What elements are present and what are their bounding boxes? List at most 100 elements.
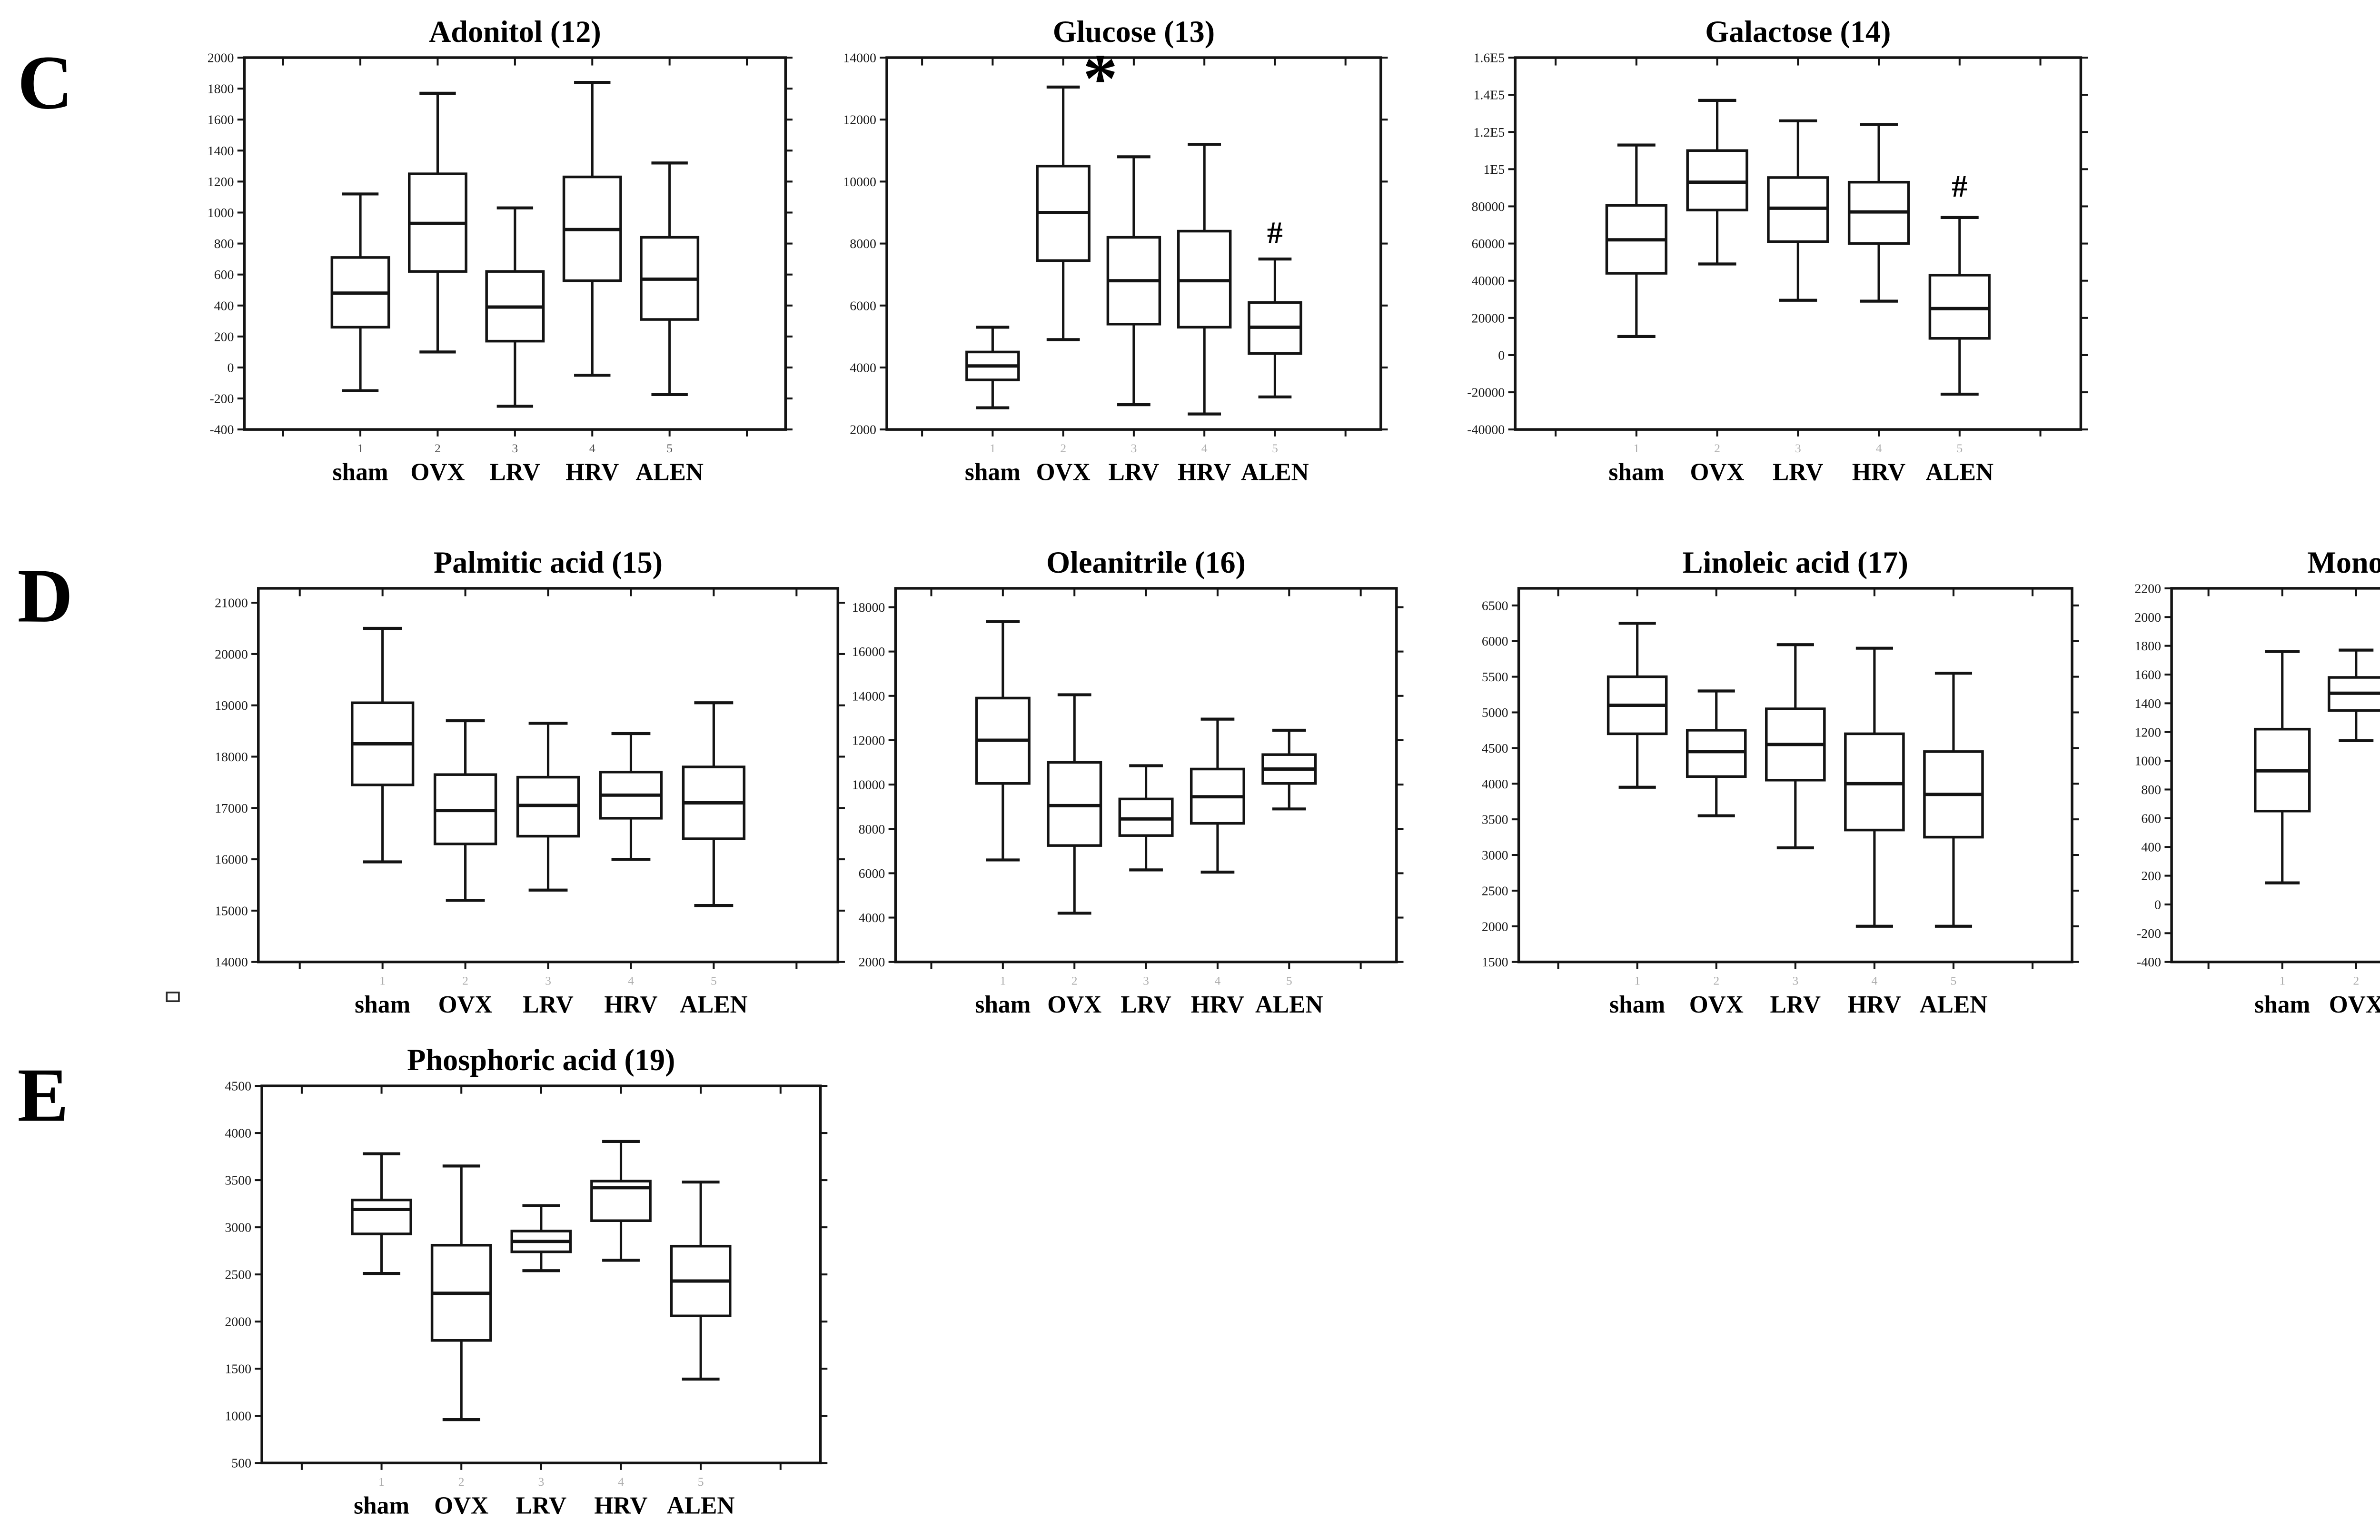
y-tick-label: 80000 <box>1472 199 1505 214</box>
boxplot-LRV <box>485 206 545 408</box>
y-tick-label: 400 <box>214 298 234 313</box>
boxplot-ALEN <box>1928 216 1991 396</box>
y-axis: 1.6E51.4E51.2E51E5800006000040000200000-… <box>1467 51 2088 437</box>
boxplot-OVX <box>433 719 497 902</box>
y-tick-label: 14000 <box>852 689 885 704</box>
x-tick-number: 4 <box>589 441 595 455</box>
x-tick-number: 4 <box>1876 441 1882 455</box>
group-label-LRV: LRV <box>516 1492 567 1520</box>
boxplot-ALEN <box>640 161 700 397</box>
y-tick-label: 2000 <box>2134 610 2161 625</box>
y-tick-label: 16000 <box>215 853 248 867</box>
boxplot-ALEN <box>1248 258 1302 398</box>
group-label-ALEN: ALEN <box>635 459 704 486</box>
y-tick-label: 10000 <box>843 175 876 189</box>
plot-frame <box>260 1084 822 1464</box>
boxplot-LRV <box>1767 119 1829 302</box>
boxplot-ALEN <box>682 701 746 907</box>
group-label-sham: sham <box>1609 991 1665 1018</box>
panel-linoleic: Linoleic acid (17)6500600055005000450040… <box>1482 546 2079 1018</box>
x-tick-number: 5 <box>711 974 717 987</box>
group-label-sham: sham <box>2254 991 2310 1018</box>
y-tick-label: 200 <box>2141 869 2161 884</box>
group-label-OVX: OVX <box>2329 991 2380 1018</box>
boxplot-ALEN <box>1261 728 1317 811</box>
x-tick-number: 1 <box>1634 974 1640 987</box>
boxplot-LRV <box>516 722 580 892</box>
y-tick-label: 3500 <box>1482 813 1508 827</box>
y-tick-label: 4500 <box>225 1079 251 1094</box>
group-label-ALEN: ALEN <box>1926 459 1994 486</box>
x-tick-number: 4 <box>628 974 634 987</box>
group-label-sham: sham <box>1608 459 1664 486</box>
y-tick-label: -400 <box>2137 955 2161 970</box>
x-tick-number: 1 <box>378 1475 385 1489</box>
small-square-glyph <box>166 992 180 1003</box>
boxplot-LRV <box>1765 643 1826 850</box>
y-tick-label: 15000 <box>215 904 248 918</box>
y-tick-label: 8000 <box>850 237 876 251</box>
y-tick-label: 6500 <box>1482 598 1508 613</box>
iqr-box <box>1928 274 1991 340</box>
x-ticks <box>282 58 748 437</box>
y-tick-label: 2000 <box>850 423 876 437</box>
panel-title: Palmitic acid (15) <box>434 546 663 579</box>
y-tick-label: 20000 <box>1472 311 1505 326</box>
y-axis: 2000180016001400120010008006004002000-20… <box>208 51 793 437</box>
y-tick-label: 6000 <box>859 866 885 881</box>
y-tick-label: 1600 <box>2134 668 2161 683</box>
x-tick-number: 2 <box>462 974 468 987</box>
significance-star: * <box>1083 40 1118 117</box>
boxplot-HRV <box>1844 646 1905 928</box>
y-tick-label: 14000 <box>843 51 876 66</box>
group-label-LRV: LRV <box>1121 991 1171 1018</box>
x-tick-number: 2 <box>1714 441 1720 455</box>
y-tick-label: -20000 <box>1467 386 1505 400</box>
boxplot-sham <box>350 626 415 864</box>
x-tick-number: 1 <box>379 974 386 987</box>
iqr-box <box>1118 797 1174 837</box>
y-tick-label: 1E5 <box>1483 162 1505 177</box>
y-tick-label: 3000 <box>1482 848 1508 863</box>
y-tick-label: 3500 <box>225 1173 251 1188</box>
y-tick-label: 20000 <box>215 647 248 662</box>
boxplot-OVX <box>430 1164 492 1421</box>
x-tick-number: 5 <box>698 1475 704 1489</box>
boxplot-sham <box>330 192 390 392</box>
x-tick-number: 2 <box>1713 974 1719 987</box>
x-tick-number: 3 <box>1792 974 1798 987</box>
x-tick-number: 1 <box>2279 974 2285 987</box>
y-tick-label: 40000 <box>1472 274 1505 288</box>
group-label-OVX: OVX <box>1690 459 1745 486</box>
y-tick-label: 1.6E5 <box>1473 51 1505 66</box>
y-tick-label: 1400 <box>2134 696 2161 711</box>
y-tick-label: 5500 <box>1482 670 1508 685</box>
panel-palmitic: Palmitic acid (15)2100020000190001800017… <box>215 546 845 1018</box>
group-label-HRV: HRV <box>1191 991 1244 1018</box>
boxplot-LRV <box>510 1204 572 1272</box>
y-tick-label: 18000 <box>852 600 885 615</box>
iqr-box <box>1047 761 1102 847</box>
y-tick-label: 8000 <box>859 822 885 837</box>
boxplot-sham <box>351 1152 412 1275</box>
y-tick-label: 1200 <box>208 175 234 189</box>
y-tick-label: 12000 <box>852 733 885 748</box>
boxplot-sham <box>975 620 1031 862</box>
boxplot-HRV <box>1847 123 1910 303</box>
x-tick-number: 1 <box>1633 441 1639 455</box>
x-tick-number: 2 <box>1060 441 1066 455</box>
boxplot-HRV <box>590 1140 652 1262</box>
y-tick-label: 600 <box>214 268 234 282</box>
y-tick-label: 600 <box>2141 811 2161 826</box>
x-ticks <box>930 588 1362 969</box>
y-tick-label: 1200 <box>2134 725 2161 740</box>
y-tick-label: 10000 <box>852 778 885 793</box>
group-label-ALEN: ALEN <box>1241 459 1309 486</box>
y-tick-label: 800 <box>214 237 234 251</box>
group-label-LRV: LRV <box>1109 459 1160 486</box>
panel-title: Monopalmitin (18) <box>2307 546 2380 579</box>
x-tick-number: 5 <box>666 441 673 455</box>
panel-glucose: Glucose (13)1400012000100008000600040002… <box>843 15 1388 486</box>
y-tick-label: 17000 <box>215 801 248 816</box>
